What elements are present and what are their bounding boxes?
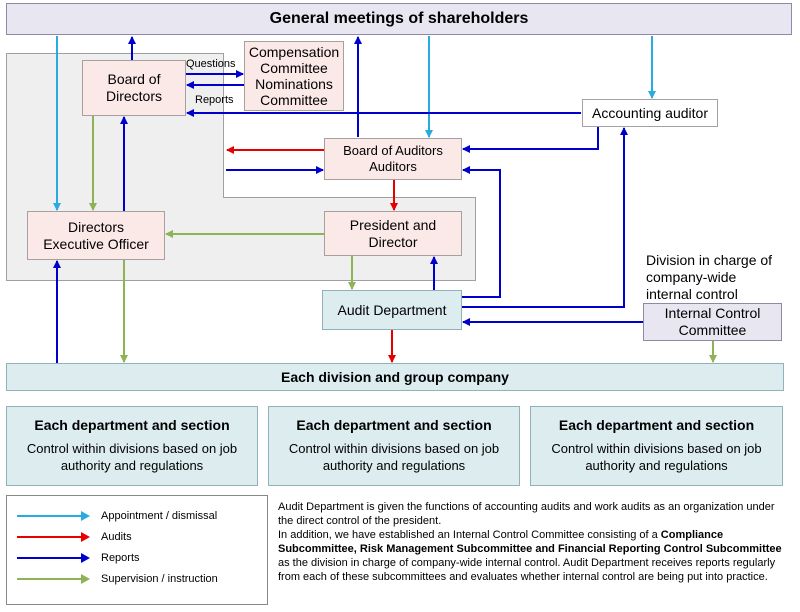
legend-row-appointment: Appointment / dismissal — [15, 508, 265, 524]
legend-label-supervision: Supervision / instruction — [101, 573, 218, 585]
boa-label-1: Board of Auditors — [343, 143, 443, 159]
explanatory-note: Audit Department is given the functions … — [278, 500, 790, 584]
icc-label-2: Committee — [678, 322, 747, 338]
each-division-label: Each division and group company — [281, 368, 509, 385]
pres-label-2: Director — [368, 233, 418, 250]
legend-label-reports: Reports — [101, 552, 140, 564]
department-box-2: Each department and section Control with… — [268, 406, 520, 486]
department-desc: Control within divisions based on job au… — [269, 441, 519, 475]
deo-label-1: Directors — [67, 218, 124, 235]
acc-auditor-label: Accounting auditor — [592, 104, 708, 121]
department-desc-line1: Control within divisions based on job — [551, 441, 762, 456]
pres-label-1: President and — [349, 216, 437, 233]
legend-label-audits: Audits — [101, 531, 132, 543]
boa-label-2: Auditors — [369, 159, 417, 174]
arrow-report-audit-to-accountant — [462, 127, 628, 308]
comp-label-4: Committee — [260, 92, 328, 109]
department-desc: Control within divisions based on job au… — [7, 441, 257, 475]
arrow-report-accountant-to-boa — [462, 127, 599, 153]
directors-executive-officer: Directors Executive Officer — [27, 211, 165, 260]
gms-label: General meetings of shareholders — [269, 10, 529, 28]
questions-label: Questions — [186, 58, 236, 70]
internal-control-committee: Internal Control Committee — [643, 303, 782, 341]
icc-label-1: Internal Control — [664, 305, 761, 322]
each-division-and-group-company: Each division and group company — [6, 363, 784, 391]
note-p2-rest: as the division in charge of company-wid… — [278, 557, 776, 583]
division-label-2: company-wide — [646, 269, 737, 285]
governance-region-fill — [7, 196, 223, 200]
legend: Appointment / dismissal Audits Reports S… — [6, 495, 268, 605]
department-desc-line2: authority and regulations — [322, 457, 466, 473]
department-title: Each department and section — [296, 417, 492, 433]
comp-label-1: Compensation — [248, 43, 340, 60]
board-of-auditors: Board of Auditors Auditors — [324, 138, 462, 180]
department-title: Each department and section — [34, 417, 230, 433]
comp-label-3: Nominations — [255, 76, 333, 92]
compensation-nominations-committee: Compensation Committee Nominations Commi… — [244, 41, 344, 111]
department-desc-line1: Control within divisions based on job — [288, 441, 500, 456]
deo-label-2: Executive Officer — [43, 235, 149, 252]
department-desc-line1: Control within divisions based on job — [26, 441, 238, 456]
legend-label-appointment: Appointment / dismissal — [101, 510, 218, 522]
arrow-report-audit-to-boa — [462, 166, 501, 298]
department-title: Each department and section — [558, 417, 755, 433]
general-meetings-of-shareholders: General meetings of shareholders — [6, 3, 792, 35]
department-desc: Control within divisions based on job au… — [531, 441, 782, 475]
accounting-auditor: Accounting auditor — [582, 99, 718, 127]
note-p2-subcommittees: Compliance Subcommittee, Risk Management… — [278, 529, 782, 555]
legend-row-supervision: Supervision / instruction — [15, 571, 265, 587]
president-and-director: President and Director — [324, 211, 462, 256]
board-of-directors: Board of Directors — [82, 60, 186, 116]
comp-label-2: Committee — [260, 59, 328, 76]
audit-dept-label: Audit Department — [337, 301, 447, 318]
division-label-1: Division in charge of — [646, 252, 773, 268]
legend-swatch-supervision — [17, 574, 90, 584]
department-desc-line2: authority and regulations — [60, 457, 204, 473]
legend-row-audits: Audits — [15, 529, 265, 545]
department-desc-line2: authority and regulations — [585, 457, 728, 473]
note-paragraph-2: In addition, we have established an Inte… — [278, 528, 790, 584]
audit-department: Audit Department — [322, 290, 462, 330]
bod-label-2: Directors — [105, 88, 162, 104]
bod-label-1: Board of — [107, 71, 161, 88]
note-p2-intro: In addition, we have established an Inte… — [278, 529, 661, 541]
division-label-3: internal control — [646, 286, 738, 302]
legend-swatch-appointment — [17, 511, 90, 521]
note-paragraph-1: Audit Department is given the functions … — [278, 501, 775, 527]
legend-row-reports: Reports — [15, 550, 265, 566]
division-in-charge-label: Division in charge of company-wide inter… — [646, 252, 772, 303]
legend-swatch-audits — [17, 532, 90, 542]
department-box-1: Each department and section Control with… — [6, 406, 258, 486]
legend-swatch-reports — [17, 553, 90, 563]
reports-label: Reports — [195, 94, 234, 106]
department-box-3: Each department and section Control with… — [530, 406, 783, 486]
